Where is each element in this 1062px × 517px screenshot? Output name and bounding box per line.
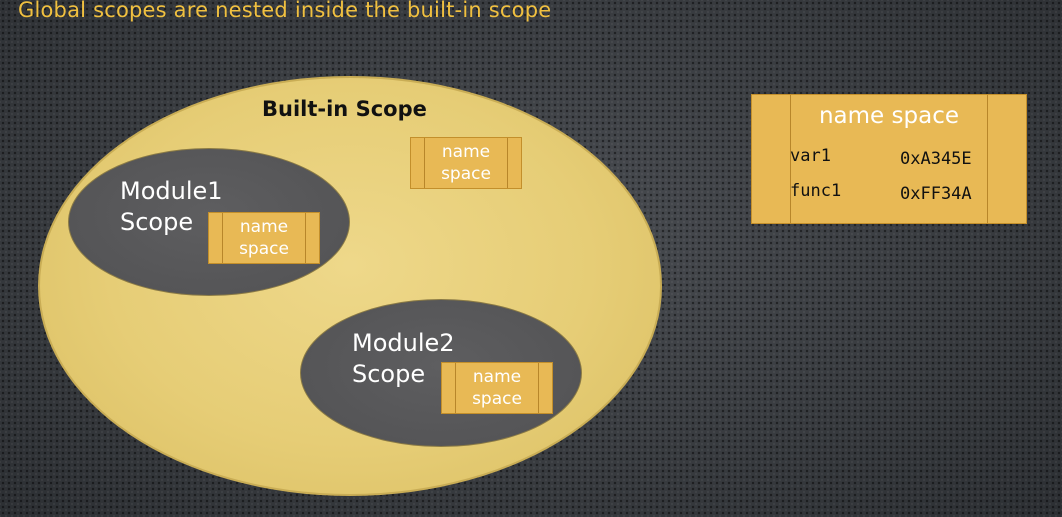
namespace-table-title: name space	[818, 103, 959, 129]
module2-namespace-box: name space	[441, 362, 553, 414]
builtin-namespace-label: name space	[441, 142, 491, 184]
builtin-namespace-box: name space	[410, 137, 522, 189]
namespace-table: name space	[751, 94, 1027, 224]
module1-scope-label: Module1 Scope	[120, 177, 223, 236]
namespace-entry-address: 0xFF34A	[900, 184, 972, 204]
module1-namespace-box: name space	[208, 212, 320, 264]
module1-namespace-label: name space	[239, 217, 289, 259]
builtin-scope-ellipse	[38, 76, 662, 496]
module2-namespace-label: name space	[472, 367, 522, 409]
namespace-entry-name: func1	[790, 181, 842, 201]
slide-title: Global scopes are nested inside the buil…	[18, 0, 552, 22]
module2-scope-label: Module2 Scope	[352, 329, 455, 388]
namespace-entry-address: 0xA345E	[900, 149, 972, 169]
builtin-scope-label: Built-in Scope	[262, 97, 427, 121]
namespace-entry-name: var1	[790, 146, 831, 166]
